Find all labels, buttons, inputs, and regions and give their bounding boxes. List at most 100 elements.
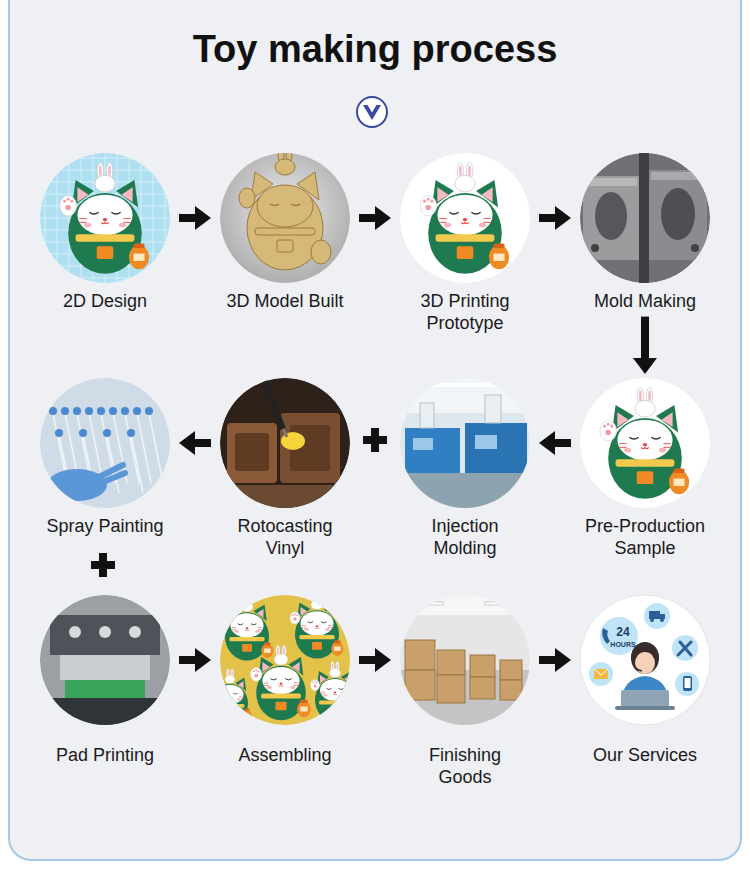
spray-illustration-part-part-part xyxy=(127,429,135,437)
warehouse-illustration-part-part-part xyxy=(405,640,435,670)
services-illustration-part-part xyxy=(675,672,699,696)
spray-illustration-part-part-part xyxy=(145,407,153,415)
step-label: Assembling xyxy=(215,745,355,767)
sample-illustration-part-part xyxy=(600,388,689,499)
services-illustration-part xyxy=(635,652,655,674)
pad-printing-illustration-part-part xyxy=(45,698,165,728)
arrow-head xyxy=(633,358,657,374)
icon-text: 24 xyxy=(616,626,629,638)
process-step: Assembling xyxy=(215,595,355,767)
prototype-illustration-part xyxy=(400,153,530,283)
plus-symbol xyxy=(91,553,115,577)
process-step: 2D Design xyxy=(35,153,175,313)
pad-printing-illustration-part-part xyxy=(69,626,81,638)
rotocasting-illustration-part-part xyxy=(235,433,269,471)
warehouse-illustration-part-part xyxy=(405,640,522,703)
arrow-shaft xyxy=(179,214,197,222)
rotocasting-illustration-part-part xyxy=(283,429,287,437)
injection-illustration-part-part xyxy=(420,403,434,428)
mold-illustration-part-part xyxy=(661,188,695,240)
flow-arrow xyxy=(359,648,391,672)
services-illustration-part xyxy=(660,618,664,622)
spray-illustration-part-part xyxy=(49,407,153,437)
arrow-head xyxy=(195,648,211,672)
injection-illustration-part xyxy=(400,378,530,508)
injection-illustration-part-part xyxy=(485,395,501,423)
pad-printing-illustration-part-part xyxy=(50,615,160,655)
pad-printing-illustration-part-part xyxy=(99,626,111,638)
pad-printing-illustration-part-part xyxy=(129,626,141,638)
model-illustration-part-part-part xyxy=(257,185,313,227)
assembling-illustration-part-part xyxy=(290,592,343,659)
arrow-head xyxy=(195,206,211,230)
arrow-head xyxy=(555,206,571,230)
services-illustration-part xyxy=(683,676,692,691)
arrow-head xyxy=(539,431,555,455)
mold-illustration-part-part xyxy=(649,170,707,260)
model-illustration-part-part xyxy=(220,153,350,283)
prototype-illustration-part-part xyxy=(400,153,530,283)
mold-illustration-part-part xyxy=(591,244,599,252)
warehouse-illustration-part-part-part xyxy=(437,675,465,703)
sample-illustration-part xyxy=(580,378,710,508)
step-label: Injection Molding xyxy=(405,516,525,559)
chevron-icon-part xyxy=(363,105,381,120)
spray-illustration-part-part-part xyxy=(49,407,57,415)
services-illustration-part xyxy=(594,669,608,675)
warehouse-illustration-part-part xyxy=(425,602,443,605)
step-label: 3D Printing Prototype xyxy=(400,291,530,334)
spray-illustration-part-part-part xyxy=(103,429,111,437)
design-illustration xyxy=(40,153,170,283)
services-illustration-part xyxy=(650,618,654,622)
services-illustration-part-part xyxy=(600,617,638,655)
spray-illustration-part-part xyxy=(99,465,125,483)
rotocasting-illustration-part-part xyxy=(227,423,277,483)
spray-illustration xyxy=(40,378,170,508)
icon-text: HOURS xyxy=(610,641,635,648)
warehouse-illustration-part-part-part xyxy=(500,680,522,700)
services-illustration-part xyxy=(580,595,710,725)
flow-arrow xyxy=(633,317,657,374)
warehouse-illustration-part-part-part xyxy=(437,650,465,675)
prototype-illustration-part-part xyxy=(420,163,509,274)
step-label: Our Services xyxy=(575,745,715,767)
flow-arrow xyxy=(539,431,571,455)
panel xyxy=(9,0,741,860)
services-illustration-part xyxy=(621,690,669,708)
model-illustration-part-part-part xyxy=(277,240,293,252)
design-illustration-part xyxy=(40,153,170,283)
arrow-shaft xyxy=(359,656,377,664)
assembling-illustration-part xyxy=(208,592,359,725)
services-illustration-part xyxy=(685,678,691,688)
pad-printing-illustration-part-part xyxy=(60,655,150,680)
step-label: Mold Making xyxy=(575,291,715,313)
services-illustration xyxy=(580,595,710,725)
flow-arrow xyxy=(539,206,571,230)
services-illustration-part-part xyxy=(644,603,670,629)
plus-symbol xyxy=(363,428,387,452)
step-label: Pad Printing xyxy=(35,745,175,767)
injection-illustration xyxy=(400,378,530,508)
mold-illustration-part-part xyxy=(583,176,639,260)
step-label: 3D Model Built xyxy=(215,291,355,313)
assembling-illustration-part-part xyxy=(208,669,252,723)
services-illustration-part-part xyxy=(672,635,698,661)
arrow-shaft xyxy=(539,214,557,222)
model-illustration-part-part xyxy=(239,146,331,270)
mold-illustration-part xyxy=(580,153,710,283)
process-step: Finishing Goods xyxy=(395,595,535,788)
rotocasting-illustration-part xyxy=(220,377,350,510)
process-step: 3D Printing Prototype xyxy=(395,153,535,334)
process-step: Our Services xyxy=(575,595,715,767)
arrow-shaft xyxy=(359,214,377,222)
step-label: Pre-Production Sample xyxy=(575,516,715,559)
spray-illustration-part-part-part xyxy=(73,407,81,415)
design-illustration-part-part xyxy=(60,163,149,274)
warehouse-illustration-part-part-part xyxy=(470,677,495,699)
pad-printing-illustration xyxy=(40,595,170,728)
diagram-title: Toy making process xyxy=(0,26,750,72)
arrow-head xyxy=(555,648,571,672)
mold-illustration-part-part xyxy=(691,244,699,252)
arrow-shaft xyxy=(179,656,197,664)
spray-illustration-part-part-part xyxy=(79,429,87,437)
